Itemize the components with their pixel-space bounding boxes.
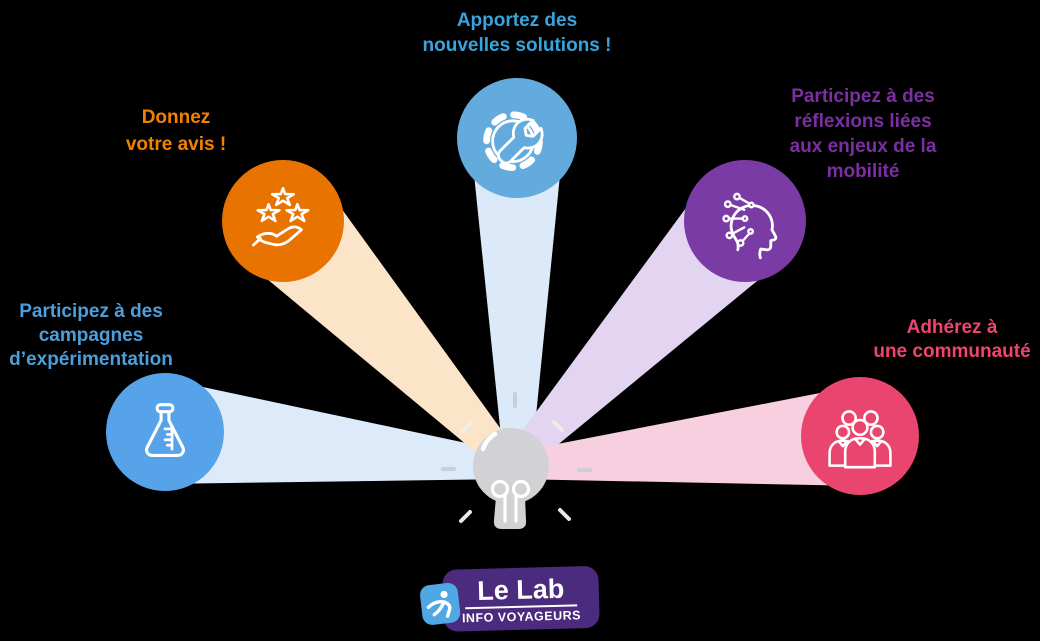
circle-mobilite: [684, 160, 806, 282]
head-circuit-icon: [722, 192, 778, 260]
label-solutions: Apportez des nouvelles solutions !: [422, 10, 612, 56]
wrench-gear-icon: [483, 111, 544, 171]
logo-badge: Le Lab INFO VOYAGEURS: [442, 565, 600, 632]
shine-dashes: [459, 508, 571, 523]
label-avis: Donnez votre avis !: [125, 107, 227, 155]
beam-dash: [461, 421, 473, 433]
beam-solutions: [471, 145, 563, 466]
beam-communaute: [511, 386, 864, 486]
beam-dashes: [441, 392, 592, 472]
logo-mark: [418, 581, 462, 626]
circle-solutions: [457, 78, 577, 198]
flask-icon: [145, 403, 185, 457]
label-experimentation: Participez à des campagnes d’expérimenta…: [9, 301, 173, 370]
label-communaute: Adhérez à une communauté: [873, 317, 1031, 362]
hand-stars-icon: [252, 186, 310, 247]
people-icon: [828, 410, 892, 469]
circle-avis: [222, 160, 344, 282]
bulb-globe: [473, 428, 549, 504]
label-mobilite: Participez à des réflexions liées aux en…: [789, 86, 937, 182]
logo-subtitle: INFO VOYAGEURS: [461, 607, 582, 625]
runner-icon: [426, 590, 452, 618]
lightbulb-icon: [459, 428, 571, 529]
lelab-logo: Le Lab INFO VOYAGEURS: [413, 553, 615, 641]
beam-experimentation: [160, 380, 513, 484]
beam-dash: [552, 420, 564, 432]
circle-communaute: [801, 377, 919, 495]
bulb-highlight: [480, 431, 498, 452]
logo-title: Le Lab: [476, 573, 565, 606]
circle-experimentation: [106, 373, 224, 491]
bulb-filament: [490, 479, 531, 523]
bulb-base: [493, 497, 527, 529]
